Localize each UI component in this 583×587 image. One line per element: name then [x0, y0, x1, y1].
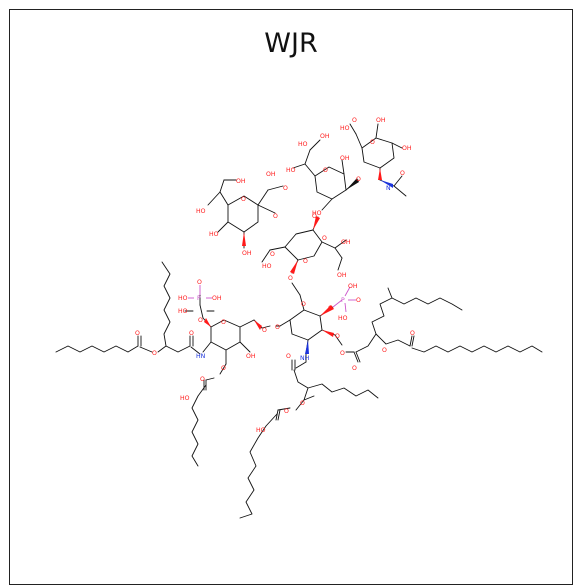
acyl-chain-left-long [55, 261, 201, 355]
atom-label-oh: OH [246, 353, 256, 360]
atom-label-p: P [197, 295, 201, 302]
atom-label-o: O [356, 297, 361, 304]
atom-label-o: O [288, 275, 293, 282]
atom-label-o: O [303, 258, 308, 265]
atom-label-o: O [221, 319, 226, 326]
atom-label-ho: HO [196, 208, 206, 215]
atom-label-o: O [370, 139, 375, 146]
atom-label-p: P [341, 297, 345, 304]
atom-label-ho: HO [180, 395, 190, 402]
molecule-title: WJR [264, 28, 318, 59]
atom-label-oh: OH [341, 239, 351, 246]
atom-label-o: O [189, 330, 194, 337]
atom-label-o: O [322, 235, 327, 242]
glycosidic-linkage [261, 325, 281, 329]
atom-label-oh: OH [236, 178, 246, 185]
atom-label-o: O [241, 196, 246, 203]
atom-label-o: O [198, 317, 203, 324]
atom-label-ho: HO [262, 263, 272, 270]
phosphate-right [332, 286, 356, 313]
atom-label-o: O [301, 301, 306, 308]
atom-label-o: O [135, 330, 140, 337]
ring-kdo-upper [292, 139, 359, 211]
atom-label-o: O [270, 251, 275, 258]
atom-label-o: O [340, 350, 345, 357]
atom-label-n: N [386, 185, 391, 192]
atom-label-ho: HO [286, 167, 296, 174]
atom-label-o: O [273, 213, 278, 220]
atom-label-oh: OH [242, 250, 252, 257]
acyl-chain-left-lower [191, 363, 227, 467]
atom-label-o: O [352, 365, 357, 372]
structure-panel: WJR [9, 9, 573, 585]
atom-label-o: O [275, 324, 280, 331]
phosphate-left [188, 285, 212, 299]
atom-label-o: O [410, 330, 415, 337]
atom-label-oh: OH [348, 283, 358, 290]
atom-label-oh: OH [212, 295, 222, 302]
atom-label-o: O [283, 185, 288, 192]
atom-label-ho: HO [312, 210, 322, 217]
atom-label-ho: HO [338, 315, 348, 322]
atom-label-ho: HO [298, 141, 308, 148]
atom-label-ho: HO [209, 231, 219, 238]
atom-label-o: O [323, 167, 328, 174]
atom-label-o: O [300, 400, 305, 407]
atom-label-o: O [152, 350, 157, 357]
atom-label-o: O [284, 408, 289, 415]
atom-label-o: O [335, 333, 340, 340]
atom-label-o: O [382, 347, 387, 354]
atom-label-o: O [328, 305, 333, 312]
ring-glcnac-top [349, 123, 407, 197]
atom-label-o: O [197, 279, 202, 286]
atom-label-o: O [286, 353, 291, 360]
atom-label-oh: OH [337, 272, 347, 279]
atom-label-ho: HO [340, 125, 350, 132]
atom-label-ho: HO [178, 295, 188, 302]
atom-label-o: O [200, 376, 205, 383]
ring-kdo-left [207, 179, 284, 249]
atom-label-ho: HO [178, 308, 188, 315]
atom-label-oh: OH [320, 133, 330, 140]
acyl-chain-right [334, 287, 543, 363]
stereo-wedges [204, 168, 393, 354]
atom-label-o: O [262, 327, 267, 334]
atom-label-o: O [400, 170, 405, 177]
atom-label-oh: OH [376, 117, 386, 124]
atom-labels: O O OH HN O O P O HO OH HO O O O O HO O … [135, 117, 415, 434]
atom-label-hn: HN [196, 353, 206, 360]
atom-label-o: O [312, 213, 317, 220]
acyl-chain-center-lower [239, 359, 379, 519]
atom-label-ho: HO [256, 427, 266, 434]
atom-label-nh: NH [300, 355, 310, 362]
atom-label-o: O [352, 117, 357, 124]
atom-label-oh: OH [266, 171, 276, 178]
atom-label-o: O [221, 365, 226, 372]
atom-label-oh: OH [340, 155, 350, 162]
atom-label-oh: OH [402, 145, 412, 152]
atom-label-o: O [356, 176, 361, 183]
